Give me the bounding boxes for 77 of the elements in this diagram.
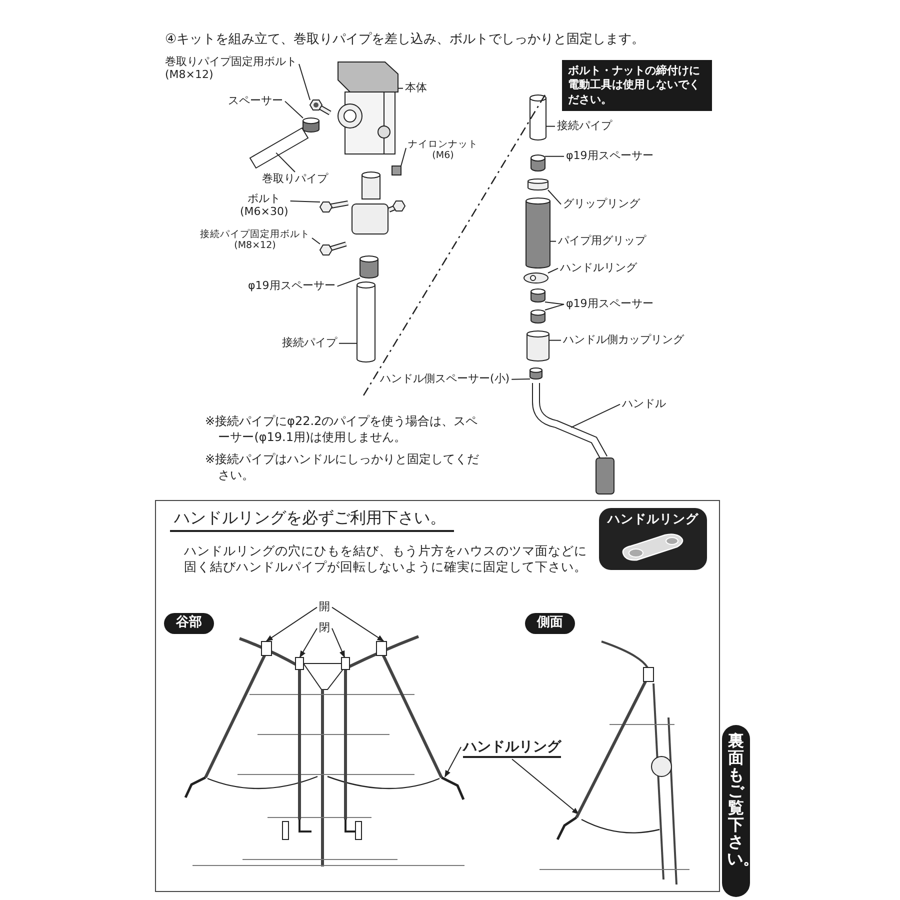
body-text: ハンドルリングの穴にひもを結び、もう片方をハウスのツマ面などに固く結びハンドルパイプが回転しないように確実に固定して下さい。: [184, 543, 588, 576]
view-tag: 側面: [525, 613, 575, 634]
callout-text: 開: [319, 601, 330, 614]
grip-ring-drawing: [528, 178, 548, 190]
part-label: φ19用スペーサー: [248, 280, 336, 293]
callout-panel: [599, 508, 707, 570]
handle-drawing: [532, 383, 614, 494]
spacer-drawing: [302, 118, 320, 132]
part-label: φ19用スペーサー: [566, 298, 654, 311]
note-text: ※接続パイプはハンドルにしっかりと固定してください。: [205, 451, 480, 484]
part-label: ボルト (M6×30): [240, 193, 288, 218]
panel-title: ハンドルリング: [606, 512, 700, 526]
instruction-heading: ④キットを組み立て、巻取りパイプを差し込み、ボルトでしっかりと固定します。: [165, 31, 645, 48]
leader-line: [298, 64, 310, 100]
nut-drawing: [392, 166, 402, 176]
leader-line: [338, 342, 358, 344]
leader-line: [550, 240, 556, 242]
leader-line: [398, 88, 404, 89]
leader-line: [276, 152, 296, 172]
leader-line: [570, 404, 620, 428]
handle-ring-drawing: [524, 272, 548, 284]
notice-panel: [155, 500, 720, 892]
leader-line: [336, 278, 360, 287]
part-label: ハンドル側スペーサー(小): [380, 373, 510, 386]
section-heading: ハンドルリングを必ずご利用下さい。: [170, 509, 454, 532]
leader-line: [312, 238, 320, 244]
part-label: パイプ用グリップ: [558, 235, 646, 248]
view-tag: 谷部: [164, 613, 214, 634]
part-label: ハンドルリング: [560, 262, 637, 275]
bolt-drawing: [309, 100, 332, 116]
callout-text: 閉: [319, 622, 330, 635]
note-text: ※接続パイプにφ22.2のパイプを使う場合は、スペーサー(φ19.1用)は使用しません。: [205, 413, 479, 446]
part-label: グリップリング: [563, 198, 640, 211]
part-label: 接続パイプ固定用ボルト (M8×12): [200, 230, 310, 252]
bolt-drawing: [319, 200, 348, 212]
arrow: [332, 606, 384, 642]
leader-line: [548, 190, 562, 205]
leader-line: [290, 200, 320, 202]
spacer-drawing: [530, 288, 546, 302]
spacer-drawing: [530, 368, 542, 380]
warning-note: ボルト・ナットの締付けに電動工具は使用しないでください。: [562, 60, 712, 111]
leader-line: [400, 148, 406, 166]
coupling-drawing: [526, 330, 550, 362]
pipe-drawing: [356, 282, 376, 362]
part-label: ハンドル: [622, 398, 666, 411]
leader-line: [511, 378, 530, 380]
view-tag: 裏面もご覧下さい。: [722, 725, 750, 897]
arrow: [332, 628, 346, 658]
arrow: [512, 758, 580, 815]
part-label: 巻取りパイプ: [262, 173, 328, 186]
leader-line: [284, 100, 304, 118]
arrow: [299, 628, 318, 658]
leader-line: [546, 126, 556, 127]
leader-line: [544, 156, 564, 157]
leader-line: [544, 302, 564, 305]
spacer-drawing: [530, 154, 546, 172]
leader-line: [548, 268, 558, 274]
arrow: [444, 746, 462, 778]
pipe-drawing: [530, 94, 546, 140]
arrow: [266, 606, 318, 642]
part-label: φ19用スペーサー: [566, 150, 654, 163]
spacer-drawing: [530, 310, 546, 324]
bolt-drawing: [319, 242, 347, 256]
leader-line: [548, 340, 562, 341]
leader-line: [544, 304, 564, 310]
pipe-drawing: [249, 127, 309, 169]
part-label: ナイロンナット (M6): [408, 140, 478, 162]
part-label: 本体: [405, 82, 427, 95]
grip-drawing: [526, 198, 550, 268]
part-label: スペーサー: [228, 95, 283, 108]
winder-body-drawing: [338, 62, 398, 154]
part-label: ハンドル側カップリング: [563, 334, 684, 347]
part-label: 接続パイプ: [282, 337, 337, 350]
part-label: 巻取りパイプ固定用ボルト (M8×12): [165, 56, 297, 82]
part-label: 接続パイプ: [557, 120, 612, 133]
callout-text: ハンドルリング: [463, 739, 561, 758]
spacer-drawing: [360, 256, 378, 278]
